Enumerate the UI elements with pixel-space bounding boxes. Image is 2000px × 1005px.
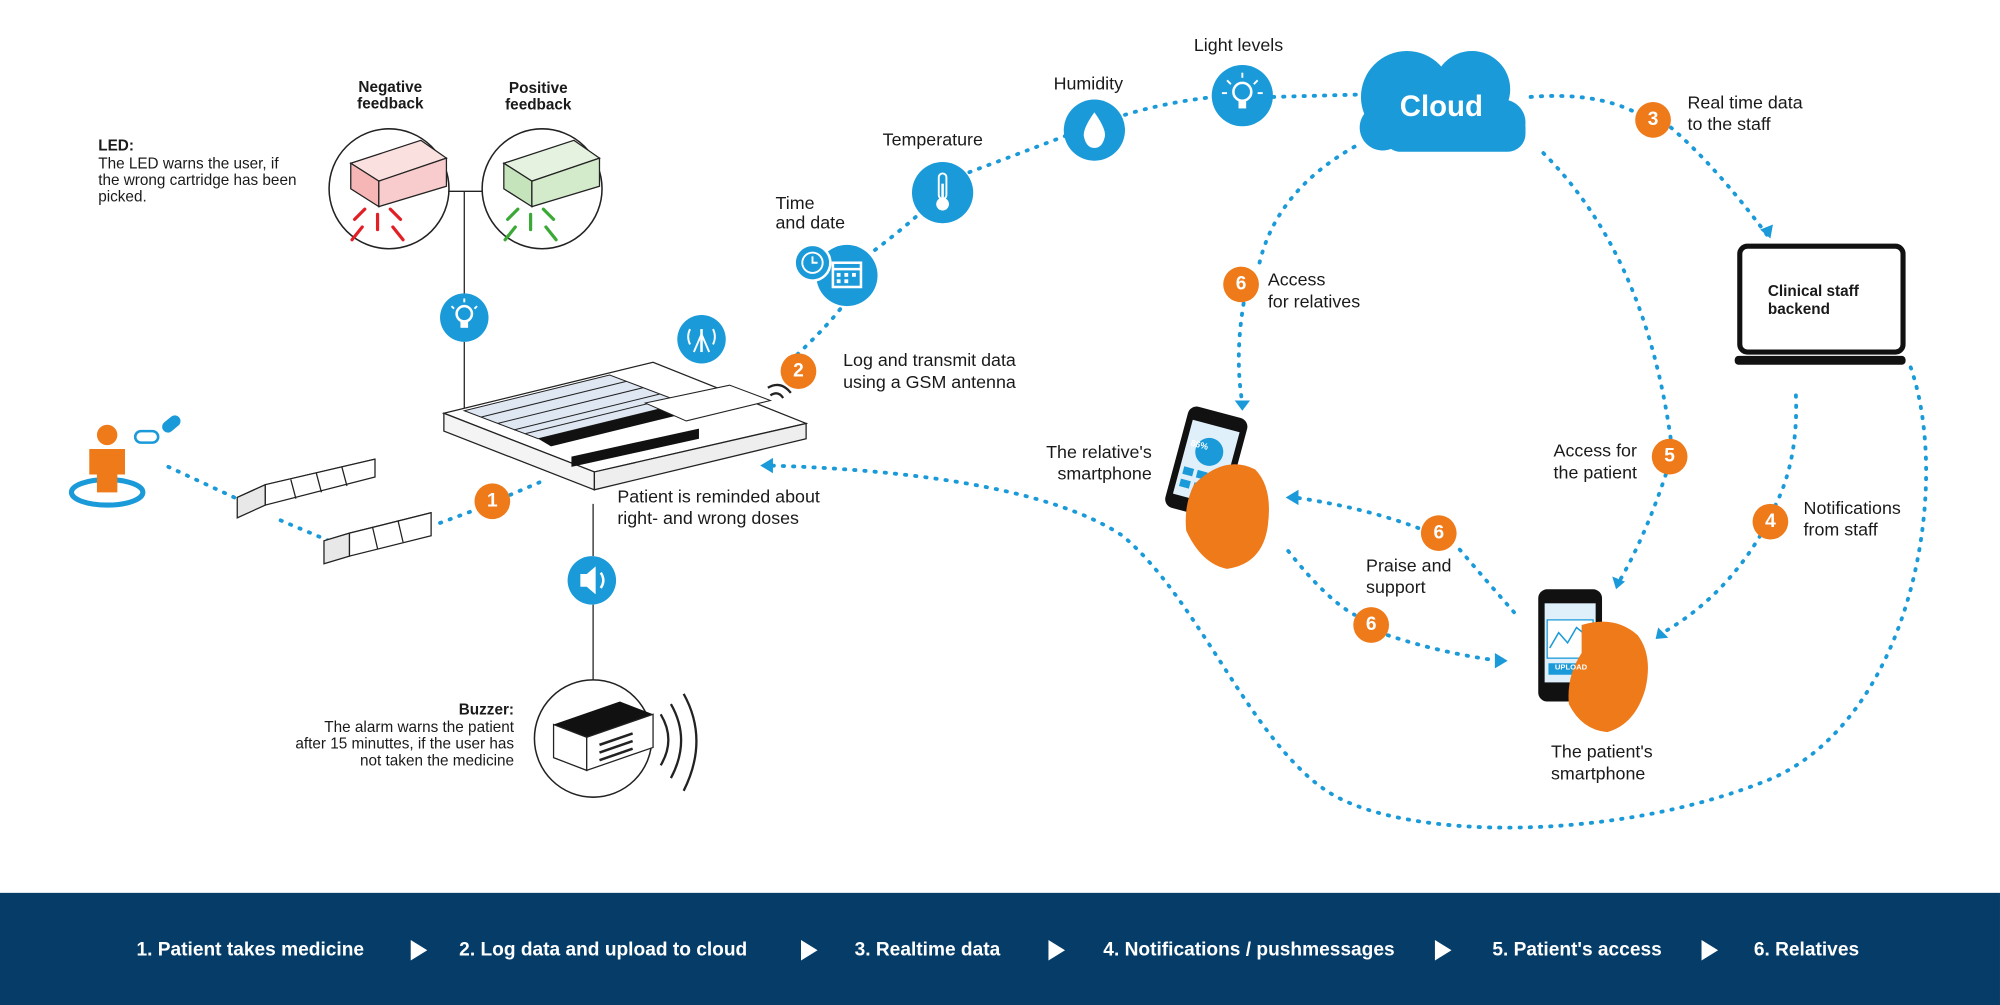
step-badge-6-lower: 6 — [1353, 607, 1390, 643]
flow-cloud-to-relative — [1236, 144, 1357, 405]
step-badge-6-relatives: 6 — [1223, 266, 1259, 303]
pill-cartridges — [236, 458, 432, 565]
footer-step-1: 1. Patient takes medicine — [136, 938, 365, 961]
patient-smartphone-illustration — [1538, 589, 1648, 733]
footer-step-3: 3. Realtime data — [854, 938, 1001, 961]
flow-cloud-to-staff — [1528, 94, 1770, 238]
clock-icon — [793, 243, 832, 282]
praise-support-label: Praise and support — [1366, 554, 1452, 597]
access-relatives-label: Access for relatives — [1267, 269, 1361, 312]
footer-arrow-icon — [1434, 940, 1452, 961]
buzzer-illustration — [533, 679, 698, 798]
patient-screen-button: UPLOAD — [1554, 664, 1588, 673]
step-badge-4: 4 — [1752, 503, 1789, 540]
flow-lines — [166, 92, 1929, 830]
laptop-illustration — [1734, 243, 1906, 365]
footer-arrow-icon — [410, 940, 428, 961]
light-bulb-icon — [1211, 65, 1273, 127]
access-patient-label: Access for the patient — [1553, 440, 1637, 483]
water-drop-icon — [1063, 99, 1125, 161]
footer-step-4: 4. Notifications / pushmessages — [1103, 938, 1395, 961]
negative-feedback-label: Negative feedback — [357, 77, 424, 113]
step-badge-6-upper: 6 — [1420, 515, 1457, 552]
step-badge-2: 2 — [780, 353, 817, 390]
buzzer-description: The alarm warns the patient after 15 min… — [295, 718, 515, 770]
flow-device-to-sensors — [795, 92, 1367, 357]
cloud-label: Cloud — [1399, 89, 1483, 123]
gsm-antenna-icon — [677, 315, 726, 364]
log-transmit-label: Log and transmit data using a GSM antenn… — [843, 349, 1016, 392]
patient-figure — [68, 415, 181, 508]
led-description: The LED warns the user, if the wrong car… — [98, 154, 297, 206]
clinical-backend-label: Clinical staff backend — [1767, 281, 1859, 318]
flow-staff-to-patient — [1658, 393, 1799, 636]
flow-tray-to-badge1 — [438, 508, 477, 525]
connector-lines — [448, 190, 594, 682]
footer-arrow-icon — [1048, 940, 1066, 961]
light-levels-label: Light levels — [1193, 34, 1284, 55]
temperature-label: Temperature — [882, 128, 983, 150]
time-date-label: Time and date — [775, 192, 846, 233]
thermometer-icon — [911, 161, 974, 224]
footer-arrow-icon — [801, 940, 818, 961]
patient-reminded-label: Patient is reminded about right- and wro… — [617, 485, 820, 529]
buzzer-title: Buzzer: — [458, 700, 515, 719]
step-badge-5: 5 — [1651, 438, 1688, 475]
relative-smartphone-label: The relative's smartphone — [1046, 441, 1152, 484]
negative-feedback-illustration — [328, 128, 450, 250]
humidity-label: Humidity — [1053, 72, 1124, 94]
flow-badge1-to-device — [508, 477, 548, 497]
flow-return-to-device — [768, 365, 1929, 830]
positive-feedback-label: Positive feedback — [505, 79, 572, 114]
footer-step-6: 6. Relatives — [1753, 938, 1860, 961]
step-badge-1: 1 — [474, 483, 511, 520]
flow-praise-1 — [1286, 549, 1501, 663]
positive-feedback-illustration — [481, 128, 603, 250]
led-bulb-icon — [440, 293, 489, 342]
patient-smartphone-label: The patient's smartphone — [1551, 741, 1653, 784]
flow-praise-2 — [1292, 495, 1516, 615]
process-steps-footer: 1. Patient takes medicine 2. Log data an… — [0, 892, 2000, 1005]
flow-box-to-tray — [278, 518, 331, 543]
flow-cloud-to-patient — [1541, 151, 1673, 583]
footer-step-5: 5. Patient's access — [1492, 938, 1662, 961]
cloud-shape — [1359, 51, 1526, 152]
relative-smartphone-illustration — [1165, 406, 1269, 569]
footer-arrow-icon — [1701, 940, 1719, 961]
calendar-icon — [816, 244, 878, 307]
medicine-dispenser-device — [441, 361, 809, 491]
flow-patient-to-box — [166, 464, 242, 502]
speaker-icon — [567, 556, 617, 605]
notifications-staff-label: Notifications from staff — [1803, 497, 1901, 540]
footer-step-2: 2. Log data and upload to cloud — [459, 938, 748, 961]
led-title: LED: — [98, 136, 134, 155]
real-time-data-label: Real time data to the staff — [1687, 91, 1803, 134]
step-badge-3: 3 — [1635, 102, 1671, 138]
